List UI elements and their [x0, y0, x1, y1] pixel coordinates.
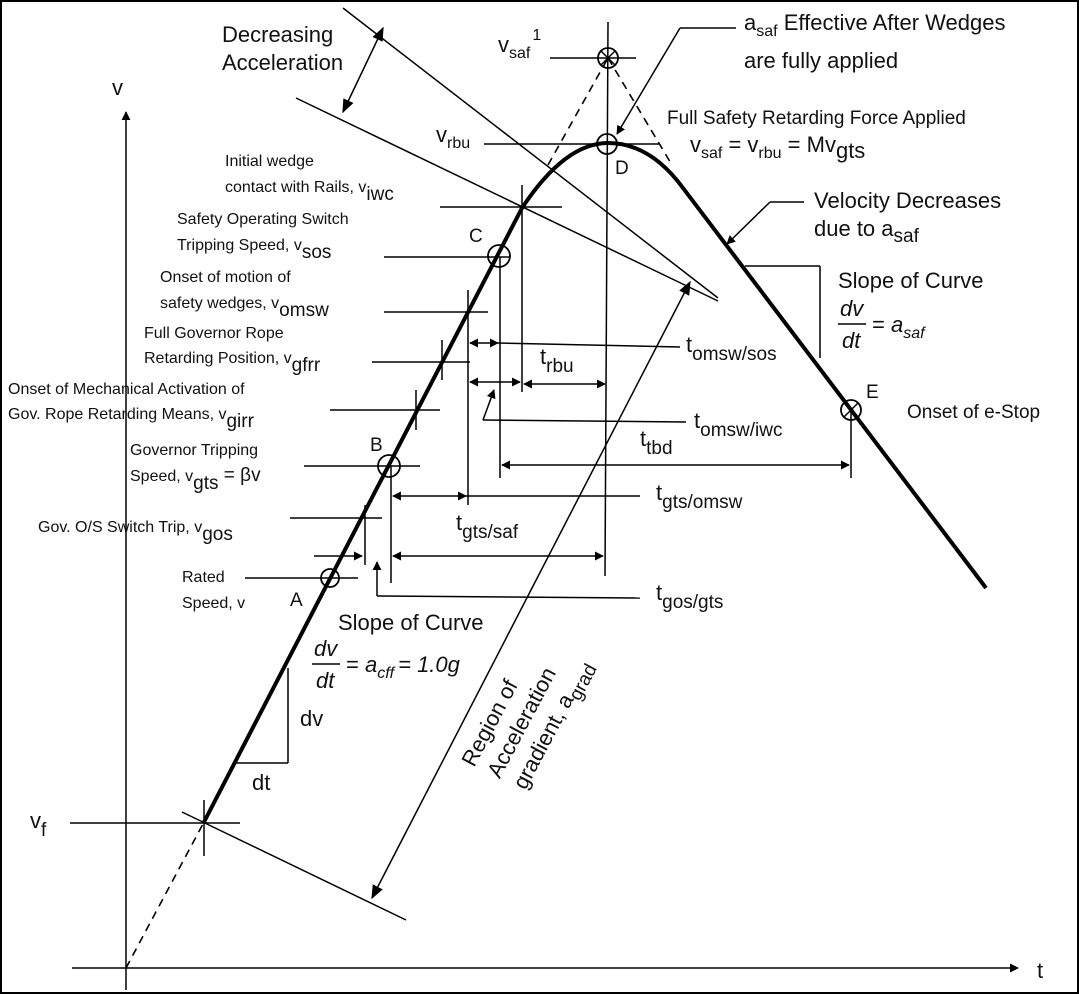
slope-bottom-rhs: = acff= 1.0g	[346, 652, 461, 682]
sos-label-1: Safety Operating Switch	[177, 211, 349, 228]
girr-label-1: Onset of Mechanical Activation of	[8, 381, 245, 398]
slope-bottom-num: dv	[314, 636, 339, 661]
bottom-gradient-line	[181, 811, 407, 921]
slope-bottom-title: Slope of Curve	[338, 610, 484, 635]
region-arrow	[371, 280, 691, 900]
vsaf1-marker	[597, 47, 619, 69]
vrbu-label: vrbu	[436, 122, 470, 152]
decreasing-label-2: Acceleration	[222, 50, 343, 75]
dashed-to-vsaf1-left	[547, 57, 609, 166]
t-tbd-label: ttbd	[640, 426, 673, 459]
dv-label: dv	[300, 706, 323, 731]
velocity-decreases-label-2: due to asaf	[814, 216, 920, 247]
slope-bottom-den: dt	[316, 668, 335, 693]
upper-gradient-line	[342, 7, 719, 299]
onset-estop-label: Onset of e-Stop	[907, 402, 1040, 423]
point-c-label: C	[469, 226, 483, 247]
gts-label-2: Speed, vgts = βv	[130, 465, 261, 494]
rated-label-2: Speed, v	[182, 595, 245, 612]
leader-omsw-iwc-arrow	[482, 389, 496, 421]
t-gos-gts-label: tgos/gts	[656, 580, 723, 613]
omsw-label-1: Onset of motion of	[160, 269, 291, 286]
point-e-label: E	[866, 382, 879, 403]
decreasing-label-1: Decreasing	[222, 22, 333, 47]
point-d-label: D	[615, 158, 629, 179]
velocity-decreases-label-1: Velocity Decreases	[814, 188, 1001, 213]
sos-label-2: Tripping Speed, vsos	[177, 237, 331, 263]
region-label: Region of Acceleration gradient, agrad	[456, 661, 601, 793]
leader-velocity-decreases-arrow	[726, 201, 771, 245]
omsw-label-2: safety wedges, vomsw	[160, 295, 329, 321]
leader-omsw-sos	[497, 342, 681, 348]
iwc-label-2: contact with Rails, viwc	[225, 179, 394, 205]
asaf-effective-label-2: are fully applied	[744, 48, 898, 73]
t-rbu-label: trbu	[540, 344, 574, 377]
asaf-effective-label-1: asaf Effective After Wedges	[744, 10, 1005, 40]
t-axis-label: t	[1037, 958, 1043, 983]
dashed-to-vsaf1-right	[607, 57, 673, 166]
point-a-label: A	[290, 590, 303, 611]
vertical-through-d	[604, 21, 609, 577]
t-omsw-sos-label: tomsw/sos	[686, 332, 777, 365]
vsaf-equation: vsaf = vrbu = Mvgts	[690, 132, 865, 163]
wedge-contact-line	[295, 97, 719, 302]
slope-top-den: dt	[842, 328, 861, 353]
extrapolated-line	[125, 821, 205, 969]
vsaf1-cross-b	[600, 50, 616, 66]
point-b-label: B	[370, 435, 383, 456]
point-d-marker	[596, 133, 618, 155]
slope-top-title: Slope of Curve	[838, 268, 984, 293]
point-c-marker	[487, 244, 511, 268]
rated-label-1: Rated	[182, 569, 225, 586]
t-gts-omsw-label: tgts/omsw	[656, 480, 743, 513]
t-omsw-iwc-label: tomsw/iwc	[694, 408, 782, 441]
leader-omsw-iwc-h	[482, 419, 687, 423]
iwc-label-1: Initial wedge	[225, 153, 314, 170]
point-b-marker	[377, 454, 401, 478]
slope-top-rhs: = asaf	[872, 312, 926, 342]
vsaf1-label: vsaf1	[498, 27, 541, 62]
t-gts-saf-label: tgts/saf	[456, 510, 519, 543]
dt-label: dt	[252, 770, 270, 795]
full-safety-label: Full Safety Retarding Force Applied	[667, 108, 966, 129]
point-e-marker	[840, 399, 862, 421]
gfrr-label-1: Full Governor Rope	[144, 325, 284, 342]
estop-cross-b	[843, 402, 859, 418]
v-axis-label: v	[112, 75, 123, 100]
gfrr-label-2: Retarding Position, vgfrr	[144, 350, 321, 376]
vf-label: vf	[30, 808, 47, 841]
leader-asaf-arrow	[616, 27, 681, 135]
decreasing-accel-arrow	[342, 26, 384, 114]
point-a-marker	[320, 568, 340, 588]
gts-label-1: Governor Tripping	[130, 442, 258, 459]
gos-label: Gov. O/S Switch Trip, vgos	[38, 519, 233, 545]
leader-gos-gts	[376, 595, 641, 599]
slope-top-num: dv	[840, 296, 865, 321]
girr-label-2: Gov. Rope Retarding Means, vgirr	[8, 406, 255, 432]
